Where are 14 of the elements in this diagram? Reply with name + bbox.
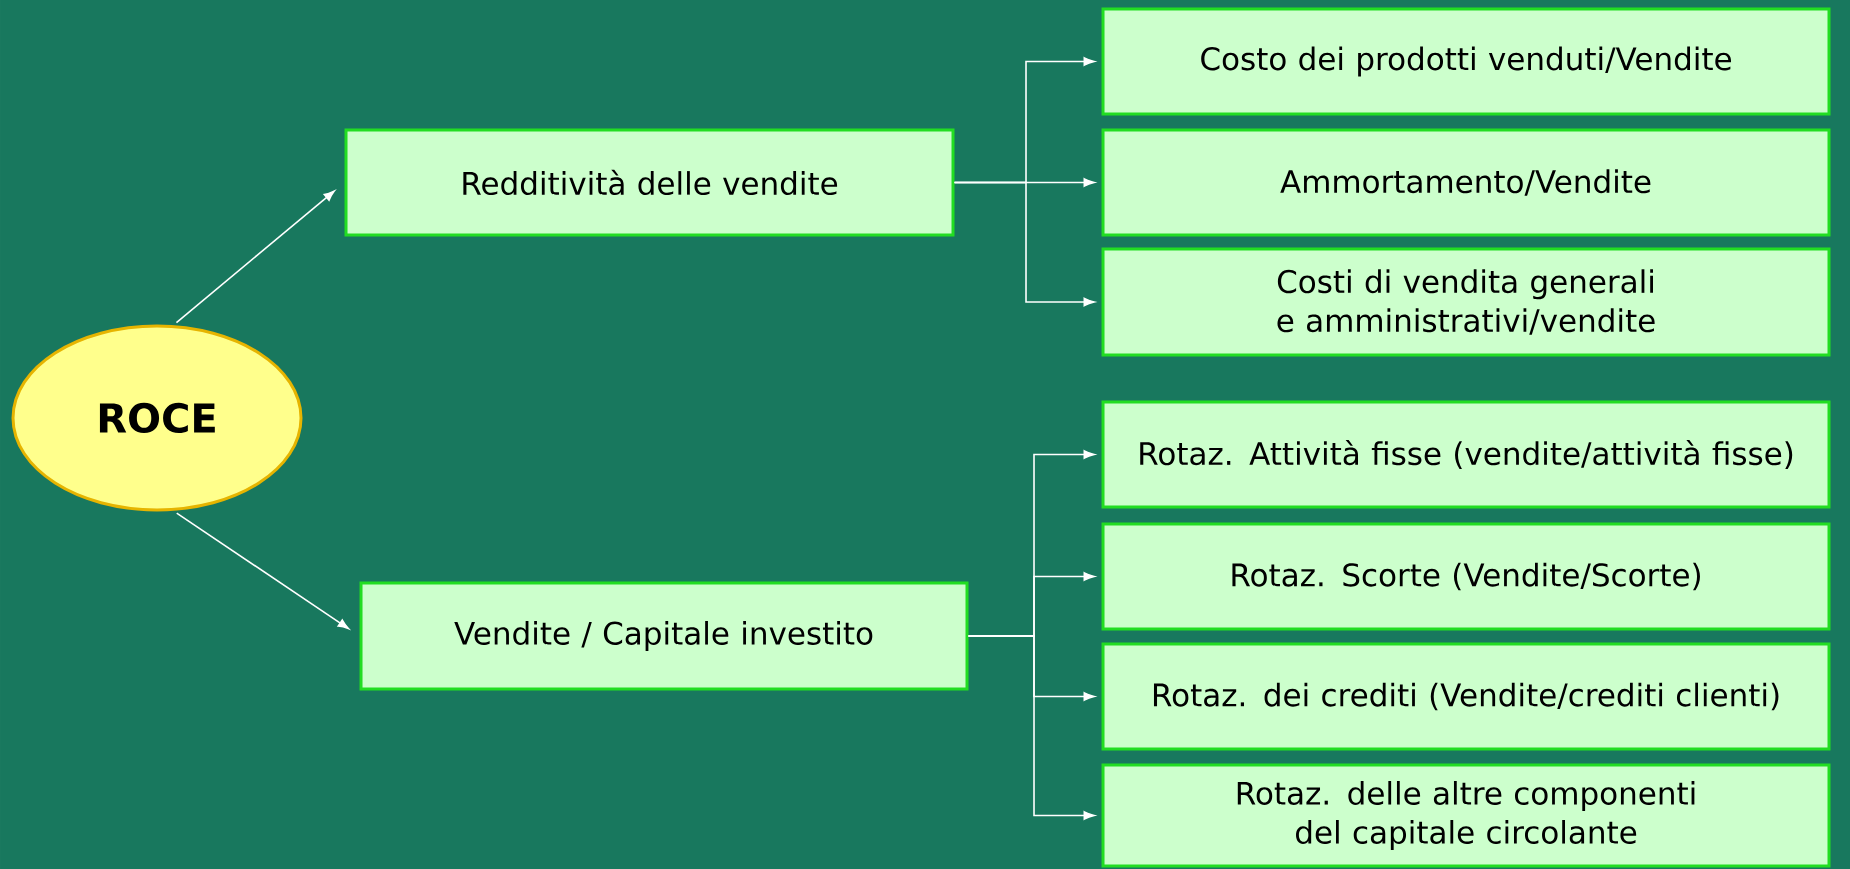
arrow [967,635,1095,820]
arrow [175,190,335,324]
process-box: Costi di vendita generali e amministrativi/vendite [1101,247,1831,357]
process-box: Rotaz. dei crediti (Vendite/crediti clienti) [1101,642,1831,751]
process-box: Costo dei prodotti venduti/Vendite [1101,7,1831,116]
process-box: Ammortamento/Vendite [1101,128,1831,237]
arrow [953,181,1095,307]
process-box: Rotaz. delle altre componenti del capitale circolante [1101,763,1831,868]
process-box: Redditività delle vendite [344,128,955,237]
arrow [175,512,350,630]
process-box: Rotaz. Scorte (Vendite/Scorte) [1101,522,1831,631]
process-box: Rotaz. Attività fisse (vendite/attività fisse) [1101,400,1831,509]
ellipse-node: ROCE [11,324,303,512]
process-box: Vendite / Capitale investito [359,581,969,691]
